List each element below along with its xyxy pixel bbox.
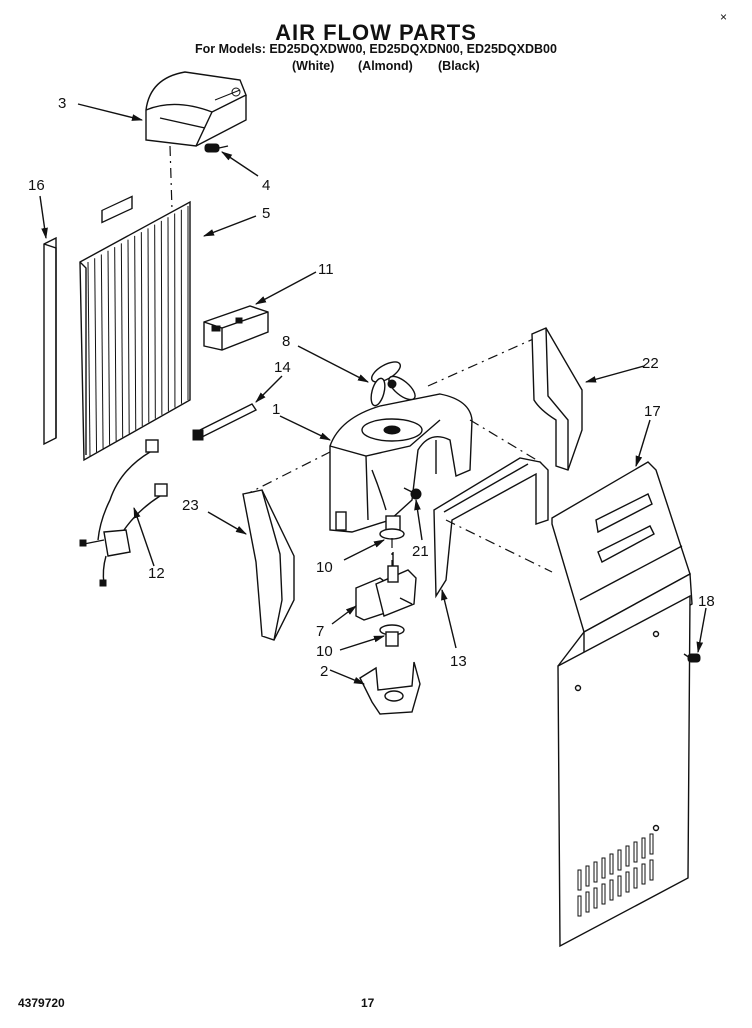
part-2-motor-bracket (359, 661, 421, 715)
centerline-3 (169, 145, 173, 211)
page-title: AIR FLOW PARTS (275, 20, 477, 45)
part-10-grommet-lower (379, 624, 405, 647)
part-16-foam-strip (43, 236, 57, 446)
callout-17: 17 (644, 403, 661, 420)
callout-14: 14 (274, 359, 291, 376)
callout-23: 23 (182, 497, 199, 514)
part-11-bracket (203, 305, 269, 351)
model-list: For Models: ED25DQXDW00, ED25DQXDN00, ED… (195, 42, 557, 56)
callout-11: 11 (318, 261, 334, 278)
corner-mark: × (720, 10, 728, 24)
part-18-screw (683, 653, 701, 663)
part-8-fan-blade (370, 361, 416, 407)
part-10-grommet-upper (379, 515, 405, 540)
centerline-23 (242, 451, 331, 497)
callout-1: 1 (272, 401, 280, 418)
callout-18: 18 (698, 593, 715, 610)
part-13-gasket (433, 457, 549, 599)
callout-12: 12 (148, 565, 165, 582)
callout-3: 3 (58, 95, 66, 112)
callout-10-lower: 10 (316, 643, 333, 660)
variant-black: (Black) (438, 59, 480, 73)
callout-8: 8 (282, 333, 290, 350)
centerline-13 (445, 519, 553, 573)
callout-10-upper: 10 (316, 559, 333, 576)
callout-7: 7 (316, 623, 324, 640)
part-14-heater (192, 403, 258, 441)
part-1-fan-housing (329, 393, 473, 533)
callout-5: 5 (262, 205, 270, 222)
document-number: 4379720 (18, 996, 65, 1010)
callout-13: 13 (450, 653, 467, 670)
page-number: 17 (361, 996, 375, 1010)
callout-22: 22 (642, 355, 659, 372)
part-5-grille-panel (79, 195, 191, 462)
part-12-wire-harness (79, 439, 168, 587)
centerline-8 (427, 335, 541, 387)
part-7-motor (355, 552, 417, 621)
callout-2: 2 (320, 663, 328, 680)
variant-white: (White) (292, 59, 335, 73)
callout-16: 16 (28, 177, 45, 194)
callout-4: 4 (262, 177, 270, 194)
part-3-duct-cap (145, 71, 247, 147)
part-17-evaporator-cover (551, 461, 693, 948)
callout-21: 21 (412, 543, 429, 560)
part-21-screw (403, 487, 422, 500)
leader-lines (39, 103, 707, 685)
part-4-screw (204, 143, 229, 153)
part-23-left-baffle (242, 489, 295, 641)
callout-labels: 3 4 16 5 11 8 14 1 22 17 23 12 10 21 7 1… (28, 95, 715, 680)
centerline-1-22 (469, 419, 546, 466)
part-22-side-baffle (531, 327, 583, 471)
variant-almond: (Almond) (358, 59, 413, 73)
